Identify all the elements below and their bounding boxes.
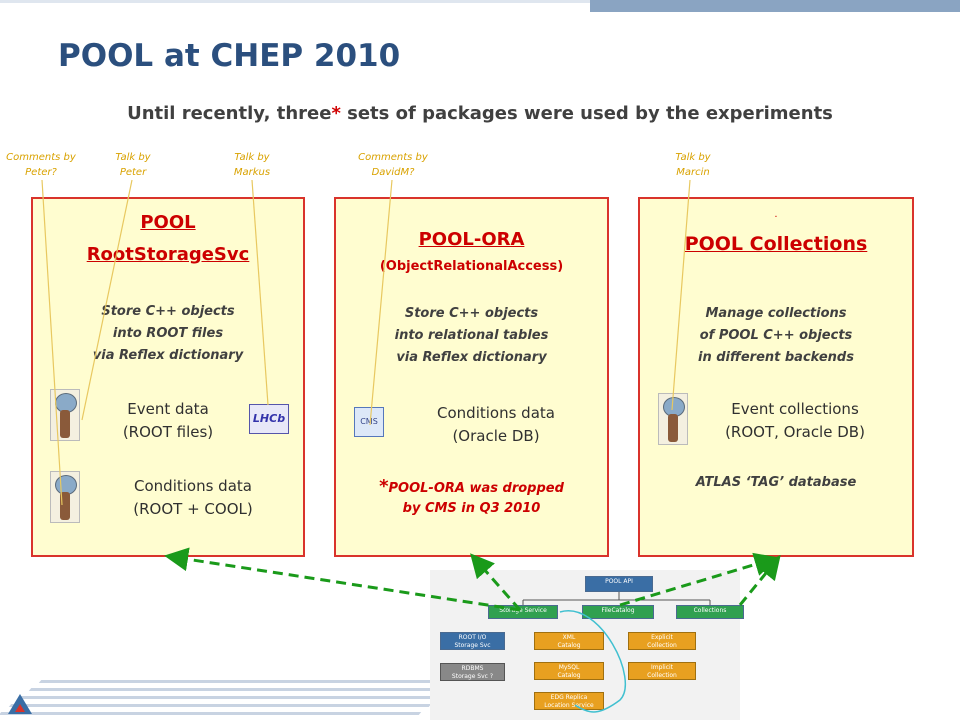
diagram-cyan-curve bbox=[559, 610, 626, 713]
box-root-event-data: Event data(ROOT files) bbox=[122, 400, 214, 441]
top-accent-line bbox=[0, 0, 590, 3]
box-root-conditions-data: Conditions data(ROOT + COOL) bbox=[133, 477, 253, 518]
diagram-pool-api: POOL API bbox=[585, 576, 653, 592]
arrow-to-ora-box bbox=[470, 553, 522, 611]
callout-line-talk-peter bbox=[81, 179, 133, 421]
callout-line-comments-peter bbox=[41, 179, 63, 506]
diagram-storage-service: Storage Service bbox=[488, 605, 558, 619]
box-pool-ora: POOL-ORA (ObjectRelationalAccess) Store … bbox=[334, 197, 609, 557]
box-root-title-line2: RootStorageSvc bbox=[86, 244, 250, 265]
box-coll-event-collections: Event collections(ROOT, Oracle DB) bbox=[725, 400, 865, 441]
lhcb-logo-icon: LHCb bbox=[249, 404, 289, 434]
arrow-to-coll-box-2 bbox=[738, 555, 781, 606]
callout-line-talk-marcin bbox=[671, 179, 691, 411]
diagram-filecatalog: FileCatalog bbox=[582, 605, 654, 619]
arrow-to-coll-box-1 bbox=[619, 552, 779, 607]
top-accent-bar bbox=[590, 0, 960, 12]
box-ora-title: POOL-ORA bbox=[418, 229, 525, 250]
page-title: POOL at CHEP 2010 bbox=[58, 38, 401, 74]
arrow-to-root-box bbox=[164, 547, 521, 612]
box-ora-subtitle: (ObjectRelationalAccess) bbox=[379, 259, 564, 274]
callout-line-talk-markus bbox=[251, 179, 269, 406]
callout-line-comments-davidm bbox=[369, 179, 393, 426]
box-coll-dot: . bbox=[774, 209, 778, 220]
box-ora-dropped-note: *POOL-ORA was dropped by CMS in Q3 2010 bbox=[379, 476, 564, 517]
subtitle: Until recently, three* sets of packages … bbox=[127, 103, 833, 124]
box-coll-title: POOL Collections bbox=[684, 233, 868, 255]
box-ora-conditions-data: Conditions data(Oracle DB) bbox=[437, 404, 555, 445]
box-root-title-line1: POOL bbox=[140, 212, 196, 233]
diagram-collections: Collections bbox=[676, 605, 744, 619]
corner-logo-icon-inner bbox=[15, 704, 25, 712]
box-coll-atlas-tag: ATLAS ‘TAG’ database bbox=[695, 475, 857, 490]
atlas-logo-icon bbox=[658, 393, 688, 445]
cms-logo-icon: CMS bbox=[354, 407, 384, 437]
atlas-logo-icon bbox=[50, 471, 80, 523]
